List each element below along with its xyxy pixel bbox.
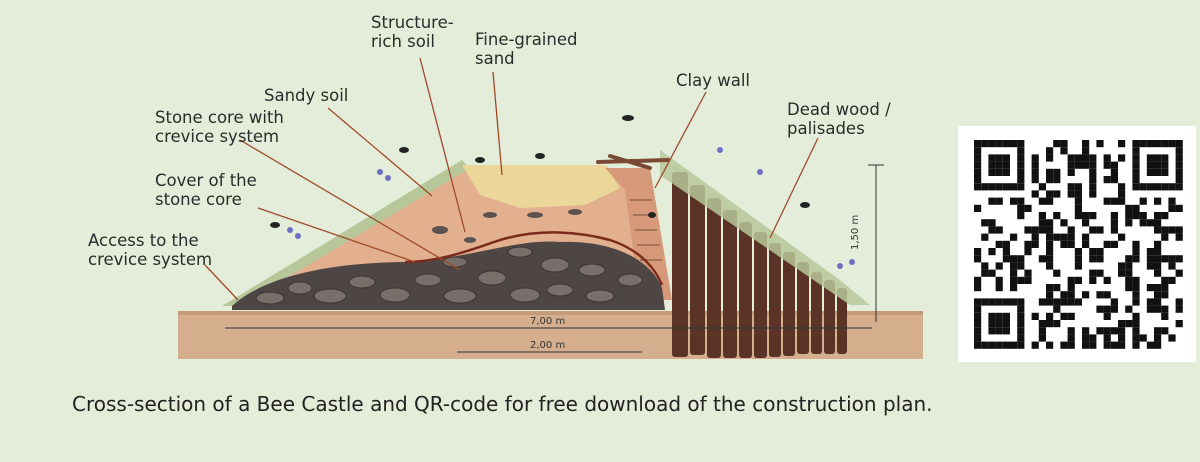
label-structure-rich-soil: Structure- rich soil (371, 13, 454, 51)
label-fine-grained-sand: Fine-grained sand (475, 30, 578, 68)
label-stone-core: Stone core with crevice system (155, 108, 284, 146)
vegetation-right (660, 150, 870, 305)
clay-wall (605, 168, 672, 300)
stone-core-cover (404, 231, 664, 286)
dimension-width-total: 7,00 m (530, 316, 565, 327)
bee-icon (270, 115, 810, 228)
fine-sand-layer (462, 165, 620, 208)
figure-caption: Cross-section of a Bee Castle and QR-cod… (72, 392, 933, 416)
dimension-height: 1,50 m (850, 215, 861, 250)
label-dead-wood: Dead wood / palisades (787, 100, 891, 138)
label-clay-wall: Clay wall (676, 71, 751, 90)
vegetation-left (222, 160, 470, 306)
label-cover-stone-core: Cover of the stone core (155, 171, 257, 209)
label-access-crevice: Access to the crevice system (88, 231, 213, 269)
qr-code[interactable] (958, 126, 1196, 362)
label-sandy-soil: Sandy soil (264, 86, 349, 105)
dimension-width-core: 2,00 m (530, 340, 565, 351)
